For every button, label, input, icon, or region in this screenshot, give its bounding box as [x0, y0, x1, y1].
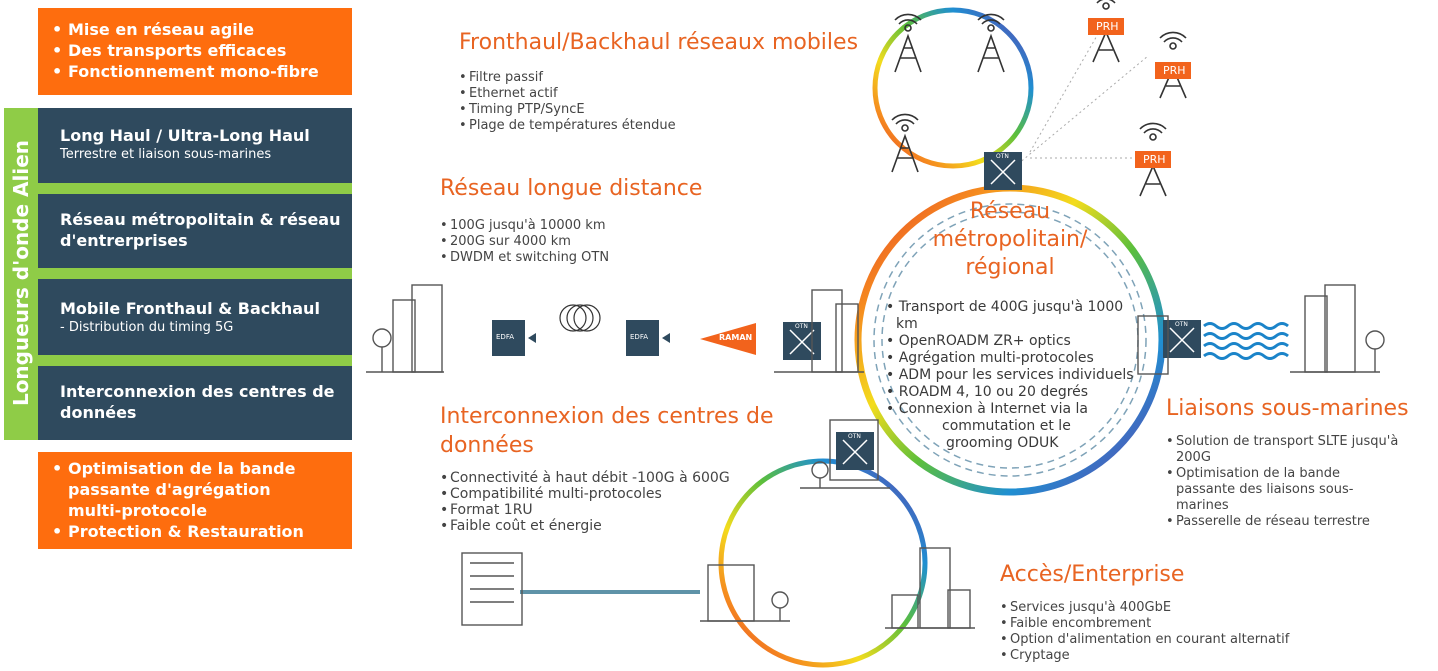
edfa-amplifier-icon	[492, 320, 536, 356]
list-item: Compatibilité multi-protocoles	[440, 486, 770, 502]
list-item: Timing PTP/SyncE	[459, 102, 779, 118]
cell-tower-icon	[891, 113, 919, 173]
factory-icon	[800, 419, 890, 489]
cell-tower-icon	[894, 13, 922, 73]
metro-title: Réseau métropolitain/ régional	[920, 198, 1100, 282]
acces-list: Services jusqu'à 400GbE Faible encombrem…	[1000, 600, 1360, 664]
datacenter-list: Connectivité à haut débit -100G à 600G C…	[440, 470, 770, 534]
sousmarines-title: Liaisons sous-marines	[1166, 396, 1409, 421]
section-long-haul: Long Haul / Ultra-Long Haul Terrestre et…	[38, 108, 352, 183]
list-item: 100G jusqu'à 10000 km	[440, 218, 740, 234]
waves-icon	[1203, 322, 1289, 360]
list-item: • Agrégation multi-protocoles	[886, 350, 1094, 366]
list-item: Filtre passif	[459, 70, 779, 86]
raman-label: RAMAN	[719, 333, 753, 342]
list-item: Cryptage	[1000, 648, 1360, 664]
section-divider	[38, 183, 352, 194]
raman-amplifier-icon	[700, 323, 756, 355]
sousmarines-list: Solution de transport SLTE jusqu'à 200G …	[1166, 434, 1428, 530]
list-item: Passerelle de réseau terrestre	[1166, 514, 1428, 530]
otn-label: OTN	[996, 153, 1009, 160]
section-divider	[38, 355, 352, 366]
edfa-label: EDFA	[496, 333, 514, 341]
feature-item: Mise en réseau agile	[38, 19, 352, 40]
list-item: • OpenROADM ZR+ optics	[886, 333, 1071, 349]
list-item: • Connexion à Internet via la	[886, 401, 1088, 417]
datacenter-title-line: données	[440, 433, 534, 458]
feature-item: Des transports efficaces	[38, 40, 352, 61]
section-title: Long Haul / Ultra-Long Haul	[60, 126, 310, 145]
metro-ring-dash-outer	[873, 203, 1147, 477]
list-item: Format 1RU	[440, 502, 770, 518]
list-item: • Transport de 400G jusqu'à 1000	[886, 299, 1124, 315]
otn-label: OTN	[848, 433, 861, 440]
feature-item: Optimisation de la bande passante d'agré…	[38, 458, 352, 521]
list-item: commutation et le	[942, 418, 1071, 434]
datacenter-title: Interconnexion des centres de données	[440, 402, 773, 460]
list-item: Faible encombrement	[1000, 616, 1360, 632]
longue-distance-title: Réseau longue distance	[440, 176, 703, 201]
fiber-spool-icon	[559, 304, 601, 332]
section-title: Interconnexion des centres de données	[60, 382, 335, 422]
datacenter-title-line: Interconnexion des centres de	[440, 404, 774, 429]
prh-box	[1088, 18, 1124, 35]
prh-label: PRH	[1096, 20, 1119, 33]
list-item: Solution de transport SLTE jusqu'à 200G	[1166, 434, 1428, 466]
apartment-building-icon	[461, 552, 523, 626]
mobile-ring	[872, 7, 1034, 169]
metro-title-line: Réseau	[969, 199, 1051, 224]
city-buildings-icon	[366, 284, 444, 373]
office-building-icon	[700, 564, 790, 622]
vertical-label-bar: Longueurs d'onde Alien	[4, 108, 38, 440]
section-mobile: Mobile Fronthaul & Backhaul - Distributi…	[38, 279, 352, 355]
list-item: grooming ODUK	[946, 435, 1059, 451]
acces-title: Accès/Enterprise	[1000, 562, 1185, 587]
city-buildings-icon	[1290, 284, 1385, 373]
otn-label: OTN	[1175, 321, 1188, 328]
section-subtitle: Terrestre et liaison sous-marines	[60, 147, 272, 162]
building-icon	[1137, 315, 1169, 375]
list-item: Option d'alimentation en courant alterna…	[1000, 632, 1360, 648]
bottom-feature-box: Optimisation de la bande passante d'agré…	[38, 452, 352, 549]
metro-list: • Transport de 400G jusqu'à 1000 km • Op…	[886, 299, 1146, 452]
section-title: Réseau métropolitain & réseau d'entrerpr…	[60, 210, 341, 250]
list-item: Optimisation de la bande passante des li…	[1166, 466, 1428, 514]
fronthaul-list: Filtre passif Ethernet actif Timing PTP/…	[459, 70, 779, 134]
skyscraper-icon	[885, 547, 975, 629]
cell-tower-icon	[977, 13, 1005, 73]
metro-title-line: métropolitain/	[932, 227, 1088, 252]
list-item: Ethernet actif	[459, 86, 779, 102]
prh-box	[1155, 62, 1191, 79]
prh-box	[1135, 151, 1171, 168]
edfa-label: EDFA	[630, 333, 648, 341]
list-item: Services jusqu'à 400GbE	[1000, 600, 1360, 616]
section-divider	[38, 268, 352, 279]
section-datacenter: Interconnexion des centres de données	[38, 366, 352, 440]
list-item: DWDM et switching OTN	[440, 250, 740, 266]
list-item: • ADM pour les services individuels	[886, 367, 1134, 383]
list-item: km	[896, 316, 918, 332]
prh-label: PRH	[1163, 64, 1186, 77]
otn-label: OTN	[795, 323, 808, 330]
section-title: Mobile Fronthaul & Backhaul	[60, 299, 320, 318]
top-feature-box: Mise en réseau agile Des transports effi…	[38, 8, 352, 95]
list-item: • ROADM 4, 10 ou 20 degrés	[886, 384, 1089, 400]
list-item: 200G sur 4000 km	[440, 234, 740, 250]
city-buildings-icon	[774, 289, 864, 373]
list-item: Faible coût et énergie	[440, 518, 770, 534]
metro-title-line: régional	[965, 255, 1055, 280]
section-subtitle: - Distribution du timing 5G	[60, 320, 234, 335]
prh-label: PRH	[1143, 153, 1166, 166]
section-metro: Réseau métropolitain & réseau d'entrerpr…	[38, 194, 352, 268]
datacenter-ring	[718, 458, 928, 668]
feature-item: Fonctionnement mono-fibre	[38, 61, 352, 82]
longue-distance-list: 100G jusqu'à 10000 km 200G sur 4000 km D…	[440, 218, 740, 266]
feature-item: Protection & Restauration	[38, 521, 352, 542]
fronthaul-title: Fronthaul/Backhaul réseaux mobiles	[459, 30, 859, 55]
edfa-amplifier-icon	[626, 320, 670, 356]
list-item: Connectivité à haut débit -100G à 600G	[440, 470, 770, 486]
list-item: Plage de températures étendue	[459, 118, 779, 134]
